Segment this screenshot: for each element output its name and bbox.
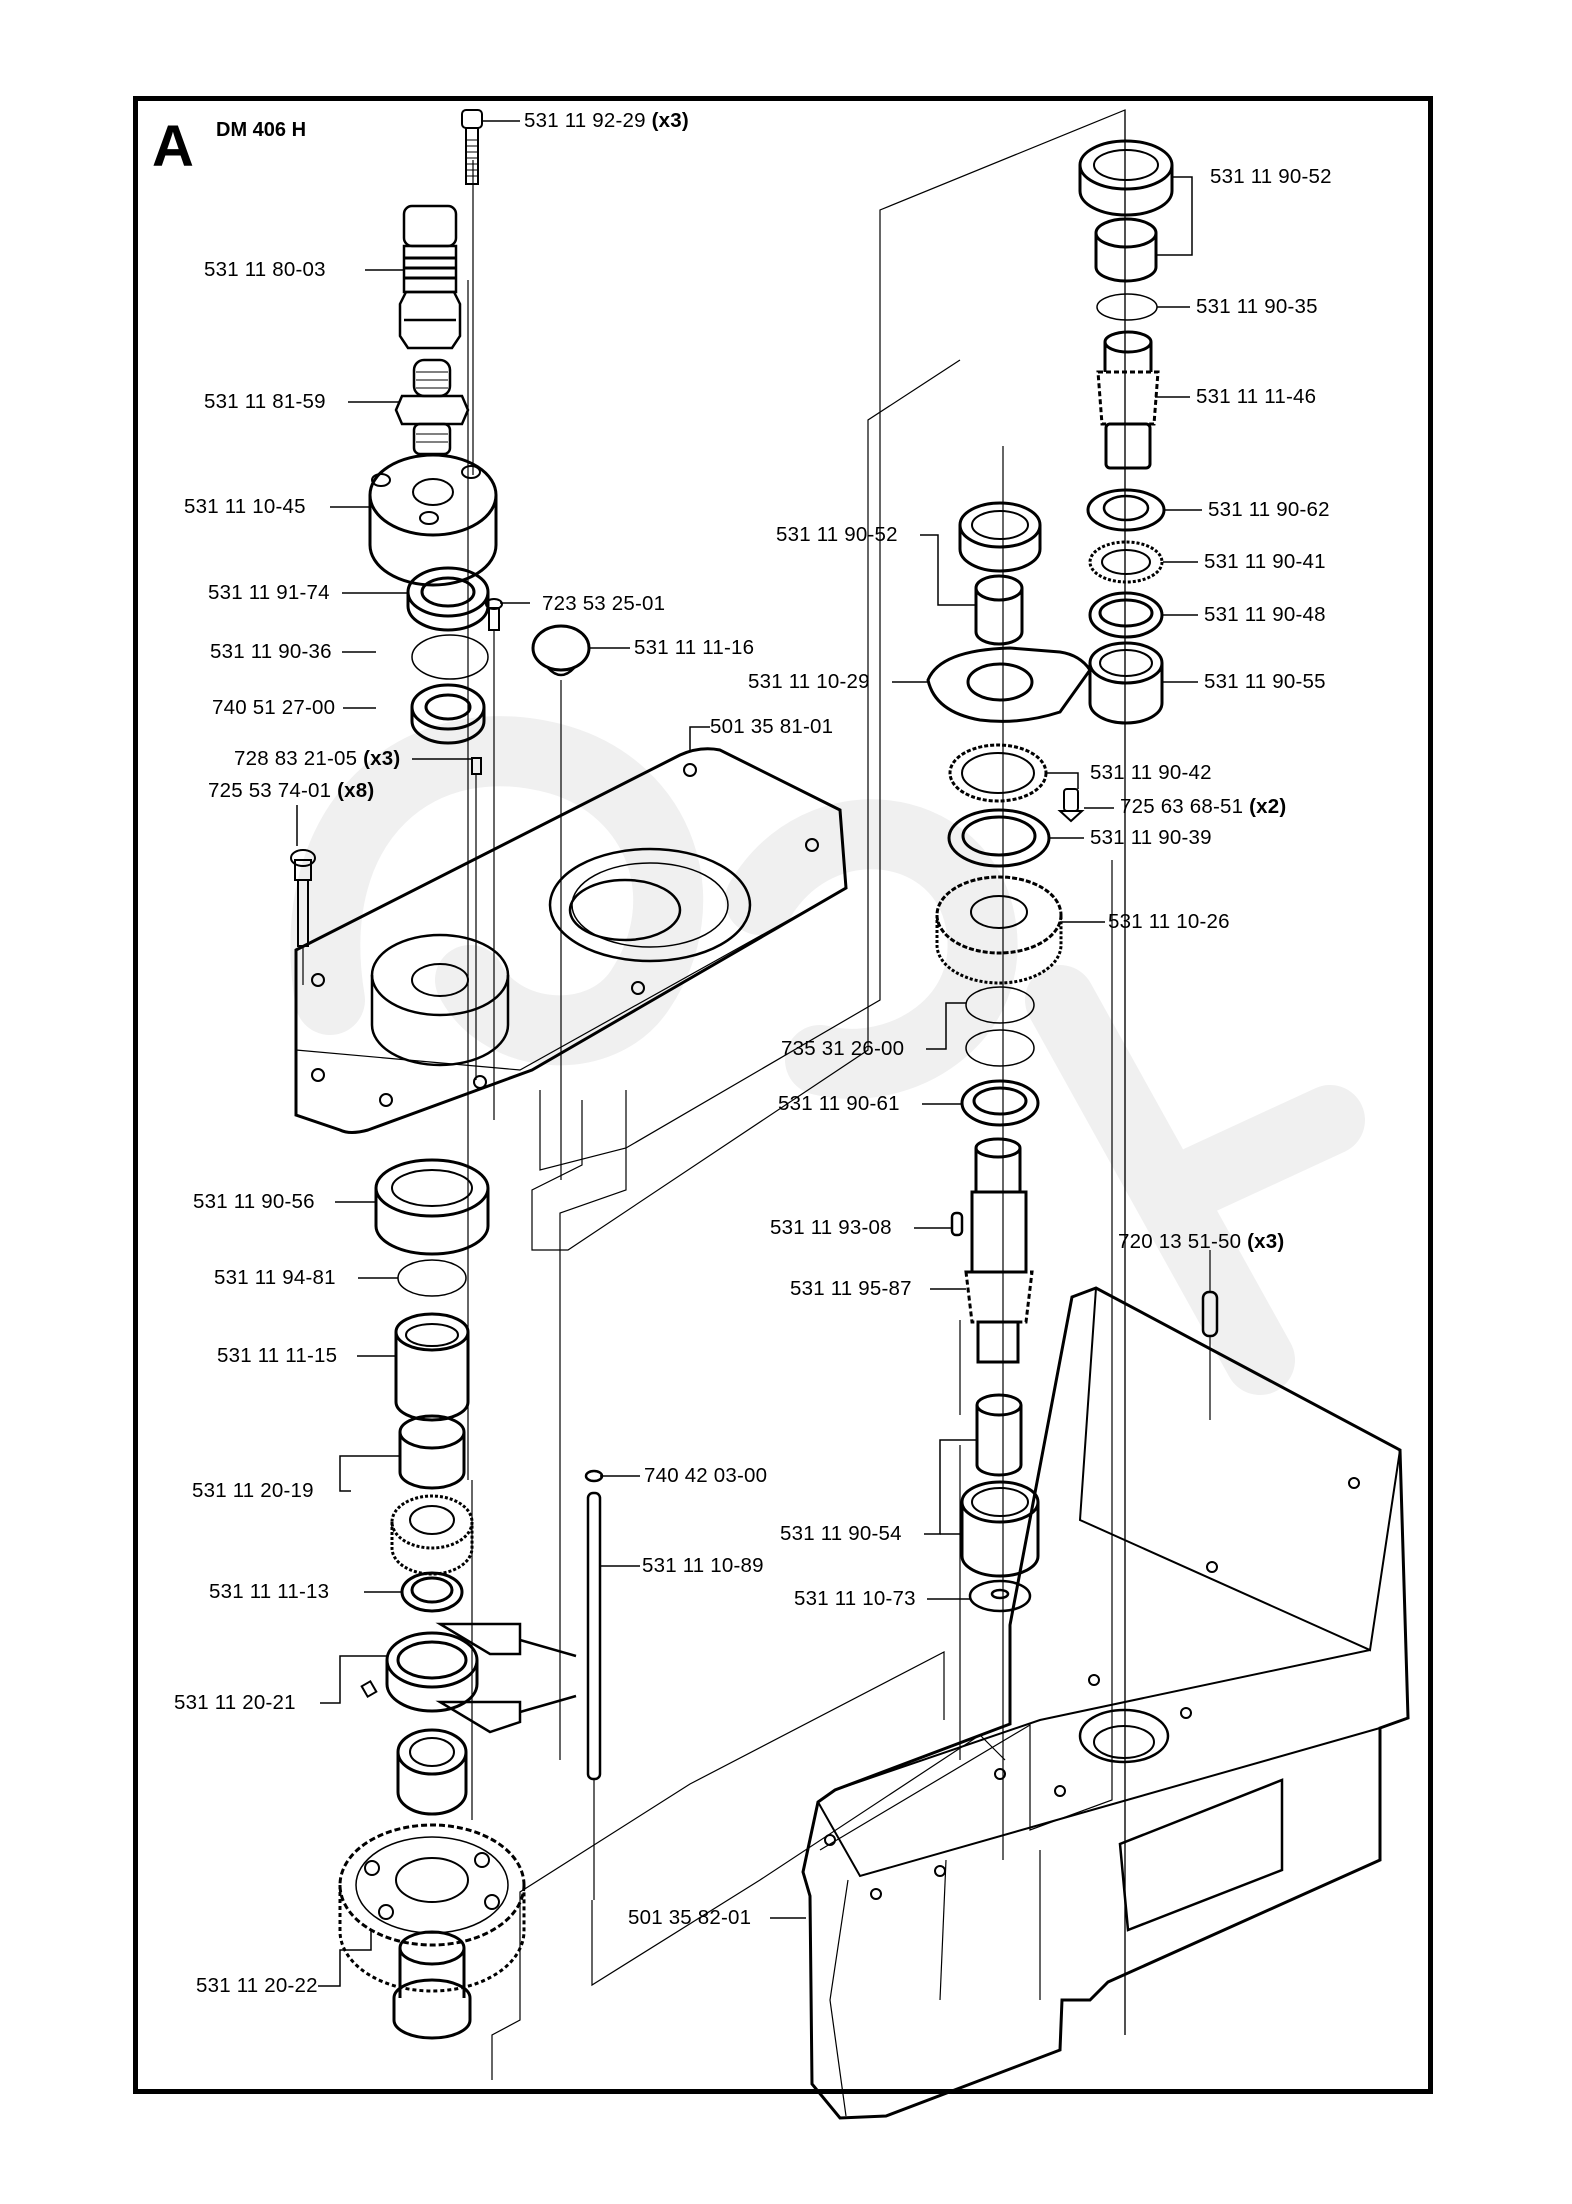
thrust-washer-39-icon [947,808,1051,868]
part-label-531-11-10-26[interactable]: 531 11 10-26 [1108,910,1230,933]
lock-washer-icon [968,1579,1032,1613]
leader-lines [296,120,1202,1987]
gear-and-bushing-icon [390,1414,474,1576]
part-label-531-11-90-52-center[interactable]: 531 11 90-52 [776,523,898,546]
snap-ring-icon [397,1259,467,1297]
part-label-740-42-03-00[interactable]: 740 42 03-00 [644,1464,768,1487]
part-label-531-11-90-62[interactable]: 531 11 90-62 [1208,498,1330,521]
shift-collar-icon [360,1622,577,1816]
gear-26-icon [935,875,1063,985]
center-bushing-icon [974,574,1024,646]
part-label-531-11-10-73[interactable]: 531 11 10-73 [794,1587,916,1610]
cap-screw-icon [461,109,483,185]
part-label-531-11-90-36[interactable]: 531 11 90-36 [210,640,332,663]
part-label-531-11-95-87[interactable]: 531 11 95-87 [790,1277,912,1300]
large-gear-icon [338,1823,526,1993]
part-label-531-11-90-54[interactable]: 531 11 90-54 [780,1522,902,1545]
section-letter: A [152,114,194,179]
countersunk-screw-icon [1057,788,1085,823]
quick-coupling-icon [398,204,462,350]
gearbox-housing-icon [801,1286,1410,2120]
part-label-531-11-91-74[interactable]: 531 11 91-74 [208,581,330,604]
dowel-pin-icon [1201,1290,1219,1338]
part-label-531-11-80-03[interactable]: 531 11 80-03 [204,258,326,281]
washer-48-icon [1088,591,1164,639]
part-label-531-11-81-59[interactable]: 531 11 81-59 [204,390,326,413]
part-label-531-11-90-52-top[interactable]: 531 11 90-52 [1210,165,1332,188]
part-label-725-53-74-01[interactable]: 725 53 74-01 (x8) [208,779,375,802]
hub-icon [392,1930,472,2040]
part-label-723-53-25-01[interactable]: 723 53 25-01 [542,592,666,615]
part-label-531-11-90-56[interactable]: 531 11 90-56 [193,1190,315,1213]
nipple-icon [394,358,470,456]
needle-bearing-icon [1088,641,1164,725]
part-label-501-35-82-01[interactable]: 501 35 82-01 [628,1906,752,1929]
part-label-728-83-21-05[interactable]: 728 83 21-05 (x3) [234,747,401,770]
needle-thrust-bearing-icon [1088,540,1164,584]
model-title: DM 406 H [216,119,307,141]
gearbox-cover-icon [294,747,848,1134]
bearing-center-icon [958,501,1042,573]
diagram-frame [133,96,1433,2094]
shift-rod-icon [584,1469,604,1781]
plug-icon [531,624,591,677]
plate-icon [926,646,1092,723]
washer-icon [400,1571,464,1613]
part-label-531-11-11-15[interactable]: 531 11 11-15 [217,1344,338,1367]
part-label-531-11-20-19[interactable]: 531 11 20-19 [192,1479,314,1502]
washer-61-icon [960,1079,1040,1127]
bushing-bearing-54-icon [960,1393,1040,1578]
part-label-531-11-20-22[interactable]: 531 11 20-22 [196,1974,318,1997]
part-label-531-11-90-42[interactable]: 531 11 90-42 [1090,761,1212,784]
seal-ring-icon [410,683,486,745]
retaining-ring-icon [411,634,489,680]
spacer-sleeve-icon [394,1312,470,1422]
part-label-720-13-51-50[interactable]: 720 13 51-50 (x3) [1118,1230,1285,1253]
cover-bolt-icon [290,849,316,947]
key-icon [950,1211,964,1237]
roller-bearing-icon [374,1158,490,1256]
part-label-531-11-90-55[interactable]: 531 11 90-55 [1204,670,1326,693]
part-label-531-11-90-48[interactable]: 531 11 90-48 [1204,603,1326,626]
set-screw-icon [471,757,482,775]
helical-shaft-icon [964,1137,1034,1364]
part-label-531-11-10-29[interactable]: 531 11 10-29 [748,670,870,693]
part-label-531-11-90-39[interactable]: 531 11 90-39 [1090,826,1212,849]
flange-icon [368,453,498,587]
part-label-531-11-90-61[interactable]: 531 11 90-61 [778,1092,900,1115]
part-label-501-35-81-01[interactable]: 501 35 81-01 [710,715,834,738]
bushing-icon [1094,217,1158,283]
part-label-531-11-11-16[interactable]: 531 11 11-16 [634,636,755,659]
pinion-shaft-icon [1096,330,1160,470]
part-label-735-31-26-00[interactable]: 735 31 26-00 [781,1037,905,1060]
part-label-531-11-90-35[interactable]: 531 11 90-35 [1196,295,1318,318]
part-label-725-63-68-51[interactable]: 725 63 68-51 (x2) [1120,795,1287,818]
part-label-531-11-93-08[interactable]: 531 11 93-08 [770,1216,892,1239]
part-label-531-11-11-46[interactable]: 531 11 11-46 [1196,385,1317,408]
part-label-531-11-11-13[interactable]: 531 11 11-13 [209,1580,330,1603]
circlip-icon [1096,293,1158,321]
part-label-531-11-92-29[interactable]: 531 11 92-29 (x3) [524,109,689,132]
thrust-washer-icon [1086,488,1166,532]
part-label-531-11-10-45[interactable]: 531 11 10-45 [184,495,306,518]
part-label-531-11-20-21[interactable]: 531 11 20-21 [174,1691,296,1714]
bearing-icon [1078,139,1174,217]
part-label-531-11-10-89[interactable]: 531 11 10-89 [642,1554,764,1577]
thrust-bearing-icon [948,743,1048,803]
seal-icon [406,566,490,632]
part-label-531-11-90-41[interactable]: 531 11 90-41 [1204,550,1326,573]
part-label-531-11-94-81[interactable]: 531 11 94-81 [214,1266,336,1289]
circlips-icon [965,986,1035,1067]
part-label-740-51-27-00[interactable]: 740 51 27-00 [212,696,336,719]
